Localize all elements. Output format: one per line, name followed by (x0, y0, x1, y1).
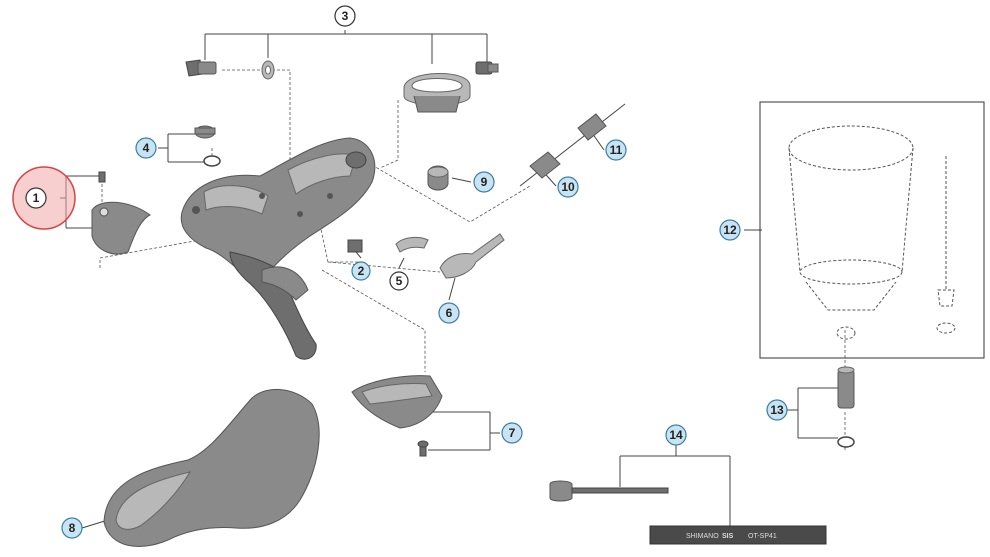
callout-7: 7 (501, 422, 523, 444)
callout-circle (351, 261, 371, 281)
callout-number: 10 (561, 180, 575, 194)
callout-circle (665, 424, 687, 446)
callout-number: 5 (396, 274, 403, 288)
callout-10: 10 (557, 176, 579, 198)
callout-circle (766, 399, 788, 421)
callout-circle (605, 139, 627, 161)
callout-number: 9 (481, 175, 488, 189)
part-1-nameplate (91, 171, 151, 255)
part-6-lever-plate (439, 233, 505, 279)
callout-5: 5 (389, 271, 409, 291)
part-9-bushing (427, 165, 449, 191)
part-3-clamp-assembly (185, 59, 499, 113)
callout-circle (135, 137, 157, 159)
callout-number: 1 (33, 191, 40, 205)
callout-number: 12 (723, 223, 737, 237)
callout-2: 2 (351, 261, 371, 281)
callout-number: 14 (669, 428, 683, 442)
part-8-hood-cover (103, 388, 320, 547)
callout-12: 12 (719, 219, 741, 241)
part-5-spring-plate (395, 236, 429, 253)
callout-number: 2 (358, 264, 365, 278)
callout-circle (557, 176, 579, 198)
callout-circle (25, 187, 47, 209)
callout-circle (473, 171, 495, 193)
callout-circle (501, 422, 523, 444)
callout-4: 4 (135, 137, 157, 159)
part-2-small-block (347, 239, 363, 253)
callout-number: 4 (143, 141, 150, 155)
callout-6: 6 (438, 302, 460, 324)
callout-circle (719, 219, 741, 241)
main-lever-body (180, 137, 376, 360)
cable-brand-text: SHIMANO (686, 533, 719, 540)
callout-number: 7 (509, 426, 516, 440)
callout-11: 11 (605, 139, 627, 161)
cable-model-text: OT-SP41 (748, 533, 777, 540)
callout-number: 3 (342, 9, 349, 23)
callout-circle (334, 5, 356, 27)
callout-circle (389, 271, 409, 291)
callout-number: 8 (69, 521, 76, 535)
callout-number: 13 (770, 403, 784, 417)
cable-logo-text: SIS (722, 533, 734, 540)
callout-8: 8 (61, 517, 83, 539)
part-4-cap-oring (194, 125, 221, 167)
part-12-grease-kit (759, 101, 985, 359)
part-14-cable-set: SHIMANO SIS OT-SP41 (549, 480, 827, 545)
callout-1: 1 (12, 166, 76, 230)
callout-number: 11 (610, 143, 623, 157)
callout-3: 3 (334, 5, 356, 27)
callout-13: 13 (766, 399, 788, 421)
callout-circle (438, 302, 460, 324)
part-10-11-cable-housing (519, 103, 626, 187)
callout-14: 14 (665, 424, 687, 446)
part-7-lower-cover (351, 375, 443, 457)
callout-9: 9 (473, 171, 495, 193)
part-13-fitting (837, 366, 855, 448)
callout-circle (61, 517, 83, 539)
callout-number: 6 (446, 306, 453, 320)
